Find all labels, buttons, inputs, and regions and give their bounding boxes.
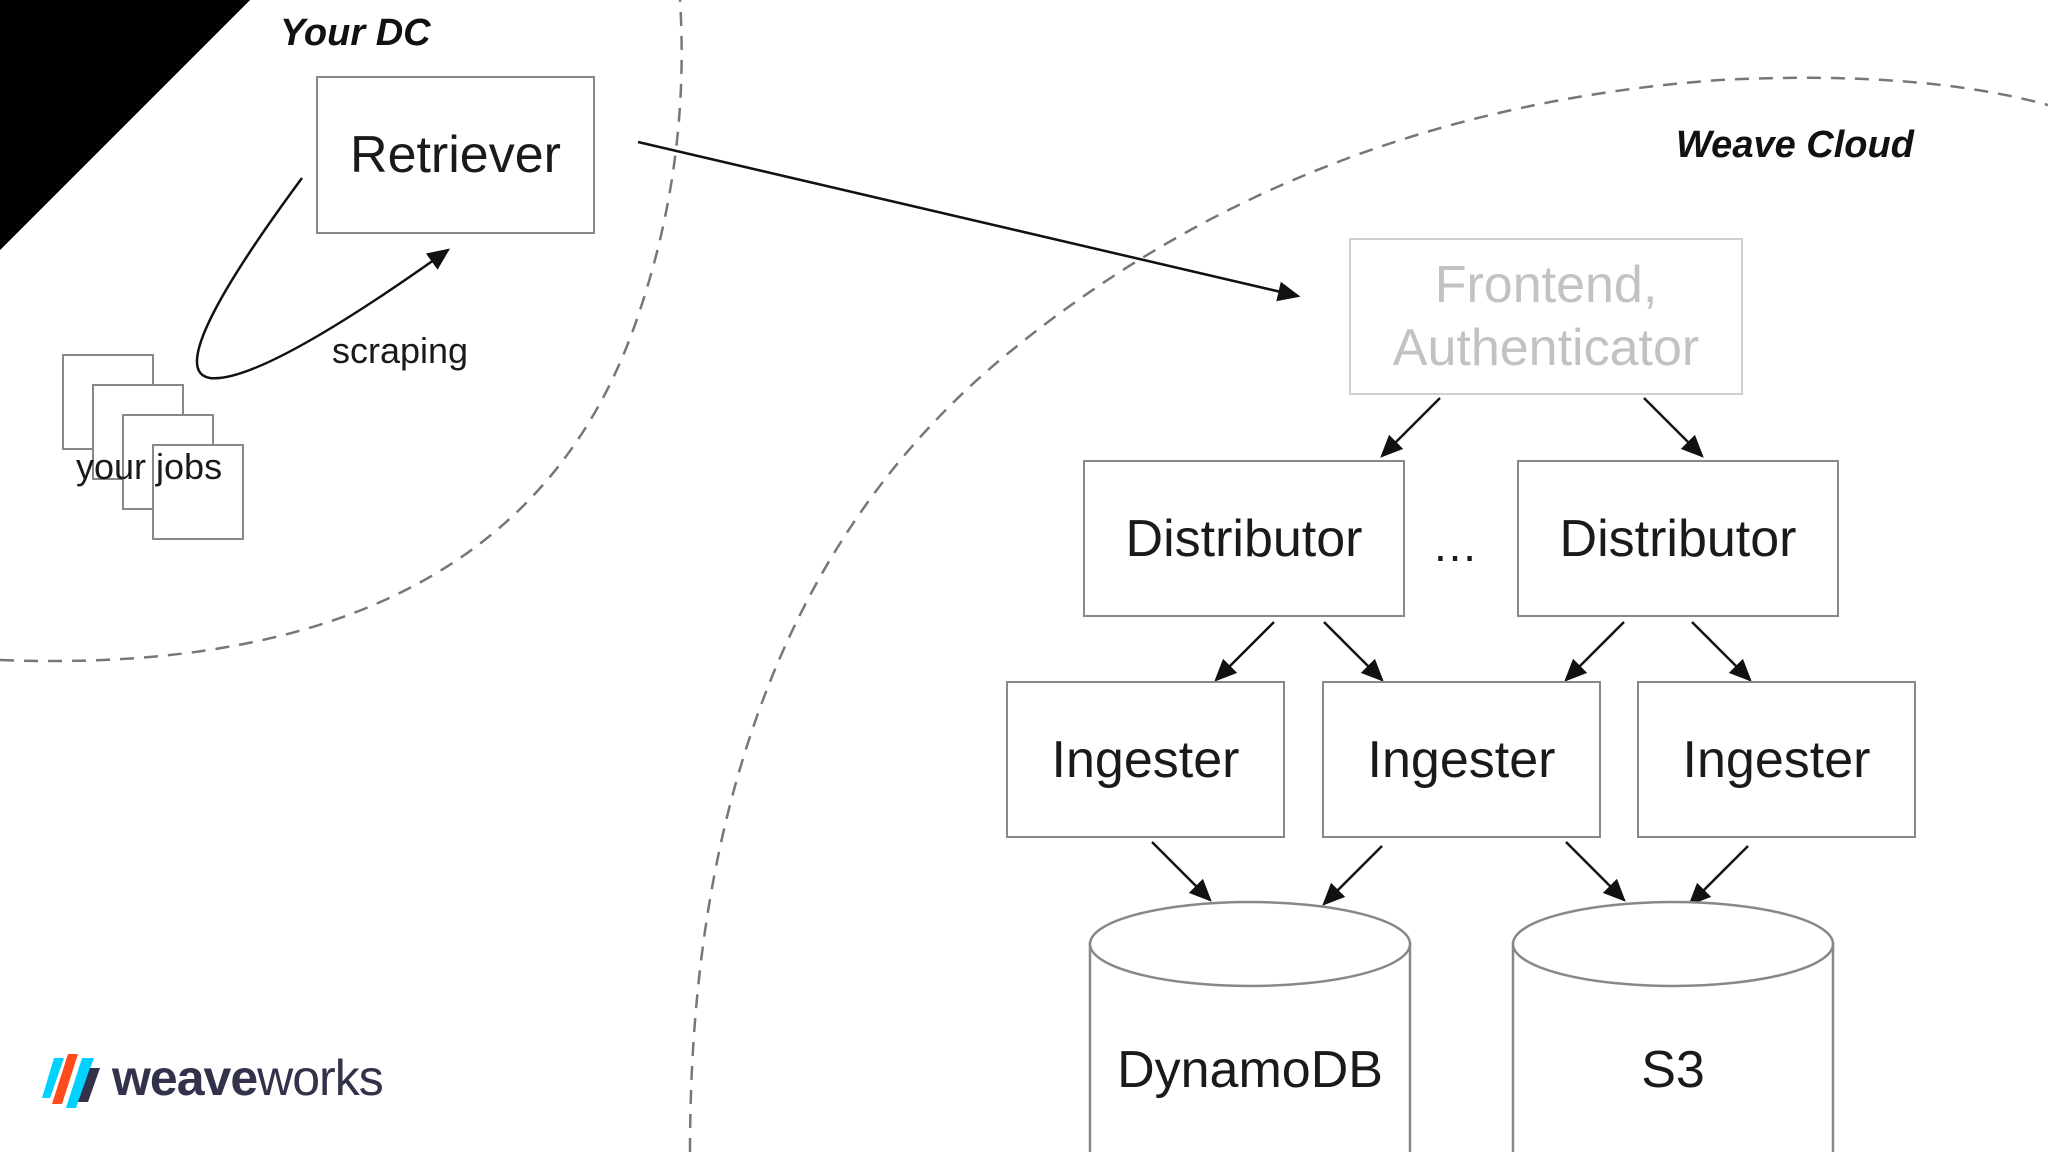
weave-cloud-label: Weave Cloud xyxy=(1676,124,1914,166)
logo-mark-spacer xyxy=(42,1048,104,1108)
frontend-authenticator-label: Frontend, Authenticator xyxy=(1392,256,1700,377)
ingester-2-to-s3-arrow xyxy=(1565,841,1626,902)
your-jobs-label: your jobs xyxy=(76,446,223,487)
weaveworks-logo-icon xyxy=(42,1054,100,1108)
ingester-3-to-s3-arrow xyxy=(1688,845,1749,906)
weave-cloud-boundary xyxy=(688,76,2048,1152)
ingester-label: Ingester xyxy=(1367,730,1556,789)
retriever-node: Retriever xyxy=(316,76,595,234)
distributor-label: Distributor xyxy=(1559,509,1797,568)
distributor-1-to-ingester-1-arrow xyxy=(1214,621,1275,682)
ingester-2-to-dynamodb-arrow xyxy=(1322,845,1383,906)
s3-label: S3 xyxy=(1641,1041,1705,1099)
ingester-node-2: Ingester xyxy=(1322,681,1601,838)
frontend-to-distributor-1-arrow xyxy=(1380,397,1441,458)
frontend-authenticator-node: Frontend, Authenticator xyxy=(1349,238,1743,395)
dynamodb-label: DynamoDB xyxy=(1117,1041,1383,1099)
corner-ribbon-gap xyxy=(0,0,250,250)
ingester-1-to-dynamodb-arrow xyxy=(1151,841,1212,902)
distributor-1-to-ingester-2-arrow xyxy=(1323,621,1384,682)
distributor-2-to-ingester-2-arrow xyxy=(1564,621,1625,682)
logo-works: works xyxy=(257,1050,384,1106)
distributor-2-to-ingester-3-arrow xyxy=(1691,621,1752,682)
scraping-label: scraping xyxy=(332,330,469,371)
your-dc-boundary xyxy=(0,0,683,663)
weaveworks-logo: weaveworks xyxy=(42,1048,384,1108)
distributor-node-1: Distributor xyxy=(1083,460,1405,617)
distributor-node-2: Distributor xyxy=(1517,460,1839,617)
ingester-label: Ingester xyxy=(1682,730,1871,789)
s3-cylinder xyxy=(1511,900,1835,1152)
retriever-label: Retriever xyxy=(350,126,561,184)
your-dc-label: Your DC xyxy=(280,12,431,54)
frontend-to-distributor-2-arrow xyxy=(1643,397,1704,458)
retriever-to-frontend-arrow xyxy=(637,140,1301,302)
ingester-node-3: Ingester xyxy=(1637,681,1916,838)
distributor-label: Distributor xyxy=(1125,509,1363,568)
distributor-ellipsis: … xyxy=(1432,519,1482,571)
ingester-node-1: Ingester xyxy=(1006,681,1285,838)
scraping-arrow xyxy=(195,177,451,380)
job-card xyxy=(152,444,244,540)
logo-weave: weave xyxy=(112,1050,258,1106)
dynamodb-cylinder xyxy=(1088,900,1412,1152)
logo-wordmark: weaveworks xyxy=(112,1049,384,1107)
ingester-label: Ingester xyxy=(1051,730,1240,789)
